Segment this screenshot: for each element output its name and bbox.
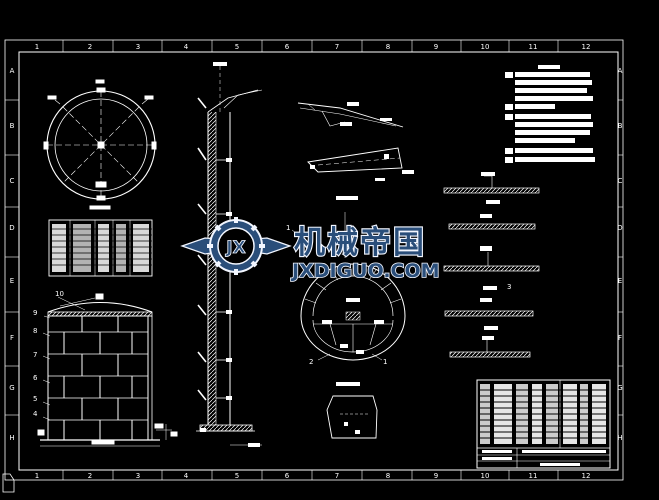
watermark-logo-letters: JX — [225, 238, 245, 258]
column-label-bottom: 7 — [335, 472, 339, 480]
cone-detail — [307, 147, 414, 181]
row-label-right: C — [618, 177, 623, 185]
tank-part-labels: 10 9 8 7 6 5 4 — [33, 290, 64, 418]
row-labels-left: A B C D E F G H — [5, 67, 19, 442]
column-label-top: 3 — [136, 43, 140, 51]
column-label-bottom: 5 — [235, 472, 239, 480]
column-label-top: 2 — [88, 43, 92, 51]
row-label-right: E — [618, 277, 622, 285]
row-label-right: D — [617, 224, 622, 232]
row-label-left: D — [9, 224, 14, 232]
title-block — [476, 379, 611, 469]
column-label-bottom: 12 — [582, 472, 591, 480]
column-label-top: 8 — [386, 43, 390, 51]
label-detail-3: 3 — [507, 283, 511, 291]
label-part-4: 4 — [33, 410, 38, 418]
label-part-10: 10 — [55, 290, 64, 298]
column-label-bottom: 3 — [136, 472, 140, 480]
label-part-9: 9 — [33, 309, 37, 317]
row-label-left: A — [10, 67, 15, 75]
watermark: JX 机械帝国 JXDIGUO.COM — [180, 217, 440, 283]
column-label-top: 10 — [481, 43, 490, 51]
tank-top-view — [43, 79, 157, 210]
column-label-bottom: 6 — [285, 472, 290, 480]
column-label-top: 11 — [529, 43, 538, 51]
column-label-top: 4 — [184, 43, 189, 51]
column-label-top: 6 — [285, 43, 290, 51]
bracket-detail — [326, 382, 378, 439]
label-part-7: 7 — [33, 351, 37, 359]
column-label-bottom: 2 — [88, 472, 92, 480]
label-detail-2: 2 — [309, 358, 313, 366]
label-part-5: 5 — [33, 395, 37, 403]
watermark-en-text: JXDIGUO.COM — [290, 260, 440, 282]
row-label-left: F — [10, 334, 14, 342]
row-label-left: H — [9, 434, 14, 442]
roof-detail — [297, 102, 404, 128]
label-detail-1b: 1 — [286, 224, 290, 232]
column-label-bottom: 1 — [35, 472, 39, 480]
row-labels-right: A B C D E F G H — [617, 67, 623, 442]
row-label-left: E — [10, 277, 14, 285]
row-label-left: C — [10, 177, 15, 185]
row-label-right: F — [618, 334, 622, 342]
row-label-right: G — [617, 384, 622, 392]
row-label-right: H — [617, 434, 622, 442]
outer-border — [4, 39, 624, 481]
material-table — [48, 219, 153, 277]
column-label-top: 1 — [35, 43, 39, 51]
stair-plan — [291, 196, 406, 361]
label-detail-1: 1 — [383, 358, 387, 366]
watermark-cn-text: 机械帝国 — [294, 225, 426, 261]
stair-part-labels: 2 1 1 — [286, 224, 387, 366]
joint-details — [443, 172, 540, 358]
label-part-8: 8 — [33, 327, 37, 335]
column-label-bottom: 4 — [184, 472, 189, 480]
column-label-bottom: 9 — [434, 472, 438, 480]
inner-border — [18, 51, 619, 471]
column-label-top: 9 — [434, 43, 438, 51]
row-label-right: B — [618, 122, 623, 130]
corner-mark — [2, 473, 15, 493]
label-part-6: 6 — [33, 374, 38, 382]
column-label-top: 5 — [235, 43, 239, 51]
column-label-bottom: 11 — [529, 472, 538, 480]
column-label-top: 12 — [582, 43, 591, 51]
column-label-top: 7 — [335, 43, 339, 51]
column-label-bottom: 8 — [386, 472, 390, 480]
column-label-bottom: 10 — [481, 472, 490, 480]
tank-elevation — [37, 293, 178, 447]
row-label-left: G — [9, 384, 14, 392]
technical-notes — [505, 65, 595, 163]
row-label-left: B — [10, 122, 15, 130]
row-label-right: A — [618, 67, 623, 75]
watermark-logo-icon: JX — [180, 217, 292, 275]
